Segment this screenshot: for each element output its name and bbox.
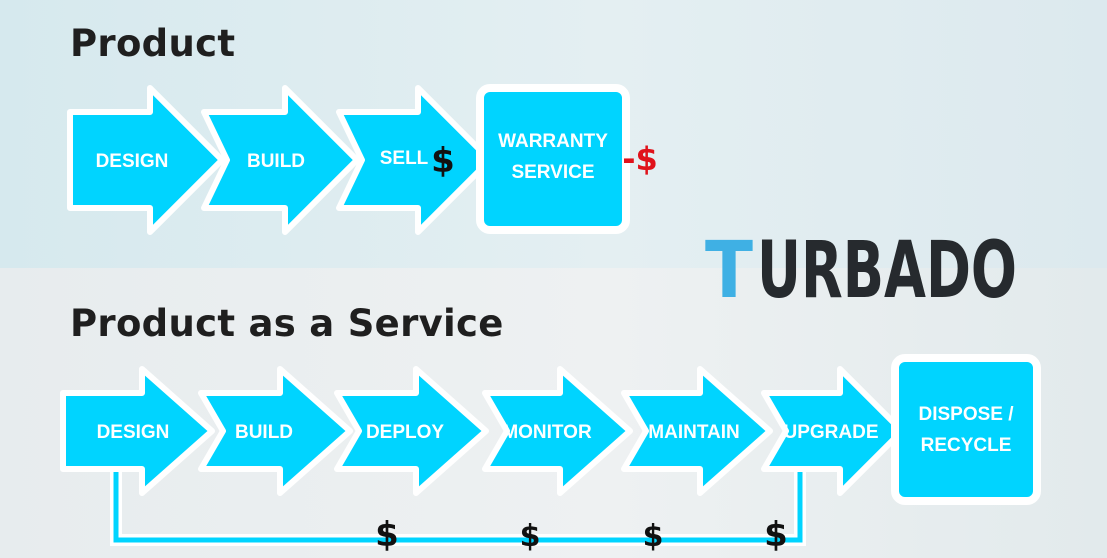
service-section-title: Product as a Service [70, 302, 504, 345]
product-step-warranty-box [476, 84, 630, 234]
product-flow: DESIGN BUILD SELL $ WARRANTY SERVICE -$ [67, 84, 658, 235]
product-step-build-arrow [201, 85, 360, 235]
revenue-marker: $ [764, 515, 788, 555]
service-step-maintain-arrow [621, 366, 773, 496]
service-step-label: DISPOSE / [918, 404, 1014, 425]
product-step-design-arrow [67, 85, 225, 235]
revenue-marker: $ [375, 515, 399, 555]
service-step-label: MONITOR [502, 422, 592, 443]
revenue-marker: $ [643, 519, 664, 554]
logo-wordmark: URBADO [757, 226, 1017, 316]
recurring-revenue-markers: $ $ $ $ [375, 515, 788, 555]
service-flow: DESIGN BUILD DEPLOY MONITOR MAINTAIN UPG… [60, 354, 1041, 505]
revenue-loop [110, 470, 806, 546]
service-step-label: BUILD [235, 422, 293, 443]
product-step-label: BUILD [247, 151, 305, 172]
service-step-deploy-arrow [334, 366, 489, 496]
service-step-label: UPGRADE [783, 422, 878, 443]
service-step-dispose-box [891, 354, 1041, 505]
product-step-sell-arrow [336, 85, 493, 235]
service-step-label: DEPLOY [366, 422, 444, 443]
product-step-label: WARRANTY [498, 131, 608, 152]
logo-first-letter: T [705, 226, 753, 316]
service-step-design-arrow [60, 366, 215, 496]
turbado-logo: T URBADO [705, 226, 1017, 316]
service-step-label: MAINTAIN [648, 422, 739, 443]
product-step-label: SERVICE [511, 162, 594, 183]
product-step-label: SELL [380, 148, 429, 169]
warranty-cost-marker: -$ [622, 140, 658, 178]
revenue-marker: $ [520, 519, 541, 554]
product-step-label: DESIGN [96, 151, 169, 172]
sell-revenue-marker: $ [431, 141, 455, 181]
service-step-label: DESIGN [97, 422, 170, 443]
product-section-title: Product [70, 22, 236, 65]
service-step-label: RECYCLE [921, 435, 1012, 456]
service-step-upgrade-arrow [761, 366, 905, 496]
service-step-build-arrow [198, 366, 353, 496]
service-step-monitor-arrow [482, 366, 633, 496]
